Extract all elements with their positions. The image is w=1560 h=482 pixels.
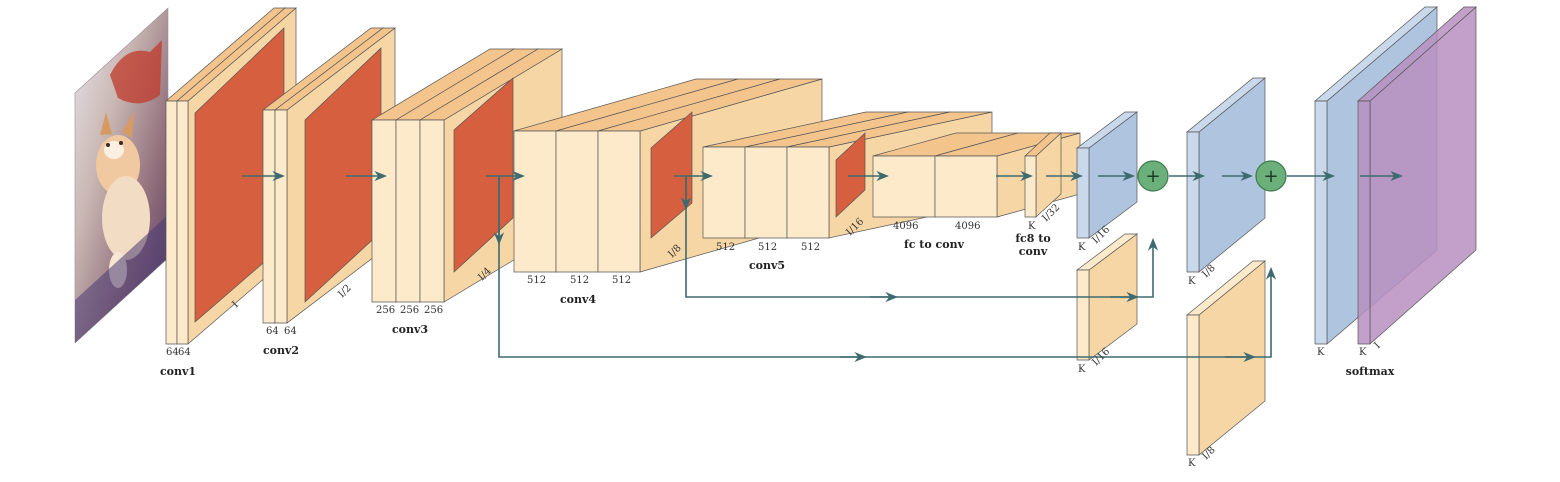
sum-node-2: + — [1255, 160, 1287, 192]
score16-channels: K — [1078, 242, 1086, 253]
conv5-slab-2-front — [744, 146, 788, 239]
conv4-slab-1-front — [513, 130, 557, 273]
conv4-channels-c: 512 — [612, 275, 631, 286]
score8-slab-side — [1198, 77, 1266, 273]
conv3-label: conv3 — [392, 323, 428, 336]
conv5-slab-3-front — [786, 146, 830, 239]
fc-label: fc to conv — [904, 238, 965, 251]
conv1-channels-b: 64 — [178, 347, 191, 358]
score8-channels: K — [1188, 276, 1196, 287]
skip-pool3-arrow — [498, 176, 1277, 358]
score-pool3-slab-side — [1198, 260, 1266, 456]
score-pool3-slab-front — [1186, 314, 1200, 456]
conv1-slab-2-front — [176, 100, 189, 345]
sum-node-1: + — [1137, 160, 1169, 192]
conv1-label: conv1 — [160, 365, 196, 378]
conv3-slab-3-front — [419, 119, 445, 303]
fc8-label-line1: fc8 to — [1015, 232, 1050, 245]
conv5-label: conv5 — [749, 259, 785, 272]
conv2-channels-a: 64 — [266, 326, 279, 337]
conv4-channels-a: 512 — [527, 275, 546, 286]
fc-channels-a: 4096 — [893, 221, 918, 232]
conv5-channels-b: 512 — [758, 242, 777, 253]
plus-icon: + — [1263, 166, 1278, 187]
conv3-channels-a: 256 — [376, 305, 395, 316]
conv3-channels-b: 256 — [400, 305, 419, 316]
conv2-scale: I/2 — [336, 283, 353, 300]
conv2-slab-1-front — [262, 109, 276, 324]
conv5-slab-1-front — [702, 146, 746, 239]
conv1-scale: I — [230, 300, 241, 311]
conv5-channels-a: 512 — [716, 242, 735, 253]
input-image — [74, 7, 169, 344]
conv3-slab-2-front — [395, 119, 421, 303]
score16-slab-side — [1088, 111, 1138, 239]
conv5-channels-c: 512 — [801, 242, 820, 253]
fc-channels-b: 4096 — [955, 221, 980, 232]
conv4-channels-b: 512 — [570, 275, 589, 286]
skip-connections — [493, 176, 1277, 363]
softmax-label: softmax — [1346, 365, 1395, 378]
conv1-slab-1-front — [165, 100, 178, 345]
conv4-slab-2-front — [555, 130, 599, 273]
fc-slab-2-front — [934, 155, 998, 218]
upsample-slab-front — [1314, 100, 1328, 345]
score16-slab-front — [1076, 147, 1090, 239]
conv5-pool-face — [835, 132, 866, 218]
conv2-label: conv2 — [263, 344, 299, 357]
skip-pool4-arrow — [685, 176, 1159, 298]
conv2-slab-2-front — [274, 109, 288, 324]
conv4-slab-3-front — [597, 130, 641, 273]
fc8-label-line2: conv — [1019, 245, 1048, 258]
conv1-channels-a: 64 — [166, 347, 179, 358]
score-pool4-channels: K — [1078, 364, 1086, 375]
score-pool4-slab-front — [1076, 269, 1090, 361]
fc8-channels: K — [1028, 221, 1036, 232]
conv2-channels-b: 64 — [284, 326, 297, 337]
upsample-channels: K — [1317, 347, 1325, 358]
conv4-label: conv4 — [560, 293, 596, 306]
score8-slab-front — [1186, 131, 1200, 273]
conv3-channels-c: 256 — [424, 305, 443, 316]
layer-blocks — [165, 6, 1477, 456]
softmax-slab-front — [1357, 100, 1371, 345]
fc-slab-1-front — [872, 155, 936, 218]
softmax-scale: I — [1372, 341, 1383, 352]
plus-icon: + — [1145, 166, 1160, 187]
labels: 64 64 I conv1 64 64 I/2 conv2 256 256 25… — [160, 202, 1395, 469]
score-pool3-channels: K — [1188, 458, 1196, 469]
softmax-channels: K — [1359, 347, 1367, 358]
fc8-slab-front — [1024, 155, 1037, 218]
conv3-slab-1-front — [371, 119, 397, 303]
